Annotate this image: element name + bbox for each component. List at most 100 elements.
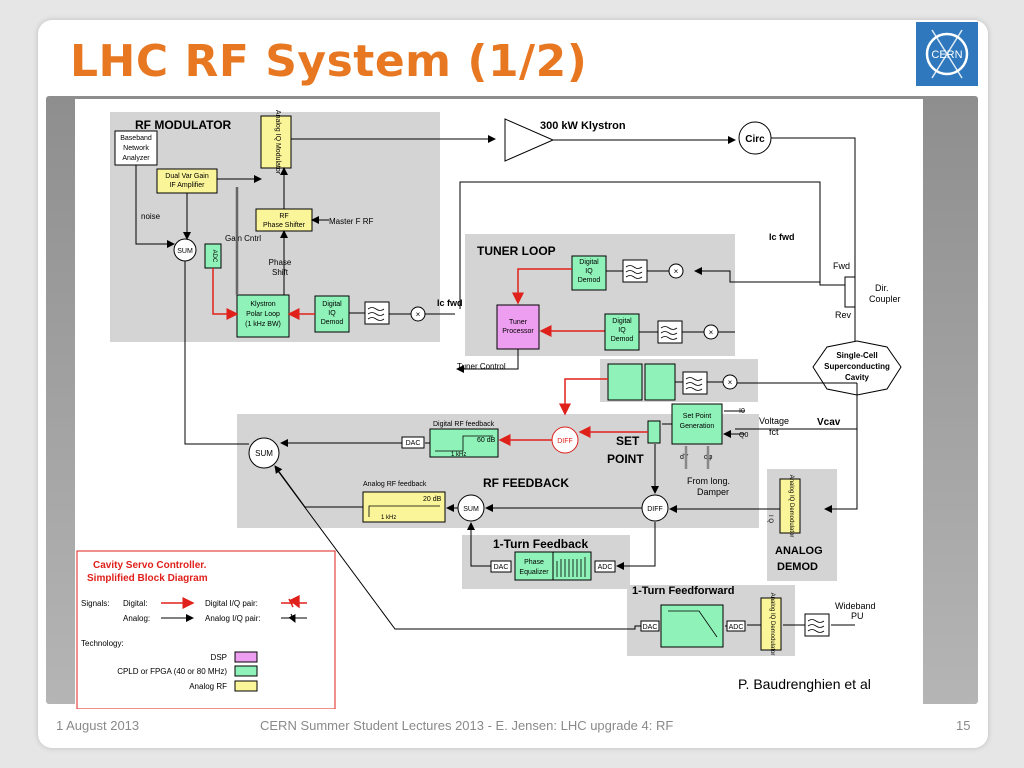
digital-iq-demod-2-line-3: Demod (578, 277, 601, 284)
i0-label: I0 (739, 408, 745, 415)
filter-icon (682, 371, 708, 395)
rf-phase-shifter-line-1: RF (279, 213, 288, 220)
digital-iq-demod-2-line-2: IQ (585, 268, 593, 275)
filter-icon (364, 301, 390, 325)
legend-analog-iq: Analog I/Q pair: (205, 614, 261, 623)
wideband-pu-label-2: PU (851, 611, 864, 621)
rf-phase-shifter-line-2: Phase Shifter (263, 222, 306, 229)
rev-label: Rev (835, 310, 852, 320)
legend-analog-rf: Analog RF (189, 682, 227, 691)
feedforward-filter-block (660, 604, 724, 648)
dir-coupler-block (844, 276, 856, 308)
slide-title: LHC RF System (1/2) (70, 36, 588, 87)
cern-logo-text: CERN (931, 49, 962, 61)
adc-modulator-text: ADC (211, 250, 217, 263)
legend-analog-rf-swatch (234, 680, 258, 692)
set-point-generation-line-1: Set Point (683, 413, 711, 420)
vcav-label: Vcav (817, 417, 841, 428)
diff-label-digital: DIFF (557, 438, 573, 445)
legend-title-2: Simplified Block Diagram (87, 573, 208, 584)
fwd-label: Fwd (833, 261, 850, 271)
analog-rf-feedback-block (362, 491, 446, 523)
digital-iq-demod-1-line-2: IQ (328, 310, 336, 317)
rf-modulator-label: RF MODULATOR (135, 118, 232, 132)
analog-demod-label-2: DEMOD (777, 561, 818, 573)
ic-fwd-label-tuner: Ic fwd (769, 232, 795, 242)
digital-iq-demod-3-line-2: IQ (618, 327, 626, 334)
analog-iq-modulator-text: Analog IQ Modulator (274, 110, 281, 175)
phase-equalizer-line-2: Equalizer (519, 569, 549, 576)
legend-cpld-swatch (234, 665, 258, 677)
sum-label-analog: SUM (463, 506, 479, 513)
klystron-amplifier (504, 118, 555, 162)
legend-analog: Analog: (123, 614, 150, 623)
sum-label-main: SUM (255, 449, 273, 458)
analog-demod-label-1: ANALOG (775, 545, 823, 557)
one-khz-label-analog: 1 kHz (381, 515, 396, 521)
voltage-fct-label-2: fct (769, 427, 779, 437)
adc-label-1turn-fb: ADC (598, 564, 613, 571)
adc-label-1turn-ff: ADC (729, 624, 744, 631)
analog-iq-demodulator-text: Analog IQ Demodulator (788, 475, 794, 538)
digital-iq-demod-3-line-3: Demod (611, 336, 634, 343)
digital-iq-demod-tuner-fwd (571, 255, 607, 291)
sum-label-modulator: SUM (177, 248, 193, 255)
one-khz-label-digital: 1 kHz (451, 452, 466, 458)
digital-rf-feedback-label: Digital RF feedback (433, 421, 495, 428)
from-long-damper-2: Damper (697, 487, 729, 497)
tuner-control-label: Tuner Control (457, 362, 506, 371)
analog-demod-section (767, 469, 837, 581)
digital-iq-demod-2-line-1: Digital (579, 259, 599, 266)
analog-rf-feedback-label: Analog RF feedback (363, 481, 427, 488)
one-turn-feedforward-label: 1-Turn Feedforward (632, 585, 734, 597)
phase-shift-label-2: Shift (272, 268, 289, 277)
block-diagram: RF MODULATOR TUNER LOOP RF FEEDBACK 1-Tu… (75, 99, 923, 710)
svg-text:×: × (416, 310, 421, 319)
slide-number: 15 (956, 718, 971, 733)
legend-technology: Technology: (81, 639, 124, 648)
set-point-label-2: POINT (607, 452, 644, 466)
baseband-analyzer-block (114, 130, 158, 166)
klystron-polar-loop-line-3: (1 kHz BW) (245, 321, 281, 328)
analog-iq-demodulator-ff-block (760, 597, 782, 651)
from-long-damper-1: From long. (687, 476, 730, 486)
phase-equalizer-line-1: Phase (524, 559, 544, 566)
svg-text:×: × (709, 328, 714, 337)
tuner-loop-label: TUNER LOOP (477, 244, 556, 258)
legend-title-1: Cavity Servo Controller. (93, 560, 207, 571)
cavity-line-3: Cavity (845, 373, 870, 382)
cern-logo: CERN (916, 22, 978, 86)
dac-label-1turn-fb: DAC (494, 564, 509, 571)
ic-fwd-label-modulator: Ic fwd (437, 298, 463, 308)
rf-feedback-label: RF FEEDBACK (483, 476, 569, 490)
set-point-label-1: SET (616, 434, 640, 448)
tuner-processor-line-1: Tuner (509, 319, 528, 326)
analog-iq-demodulator-ff-text: Analog IQ Demodulator (769, 593, 775, 656)
dual-var-gain-line-2: IF Amplifier (169, 182, 205, 189)
dir-coupler-label-1: Dir. (875, 283, 889, 293)
tuner-processor-block (496, 304, 540, 350)
legend-cpld: CPLD or FPGA (40 or 80 MHz) (117, 667, 227, 676)
analog-iq-demodulator-block (779, 478, 801, 534)
klystron-label: 300 kW Klystron (540, 120, 626, 132)
cavity-line-2: Superconducting (824, 362, 890, 371)
digital-iq-demod-1-line-3: Demod (321, 319, 344, 326)
sum-node-main (248, 437, 280, 469)
sixty-db-label: 60 dB (477, 437, 496, 444)
baseband-analyzer-line-2: Network (123, 145, 149, 152)
legend-signals: Signals: (81, 599, 109, 608)
diff-label-analog: DIFF (647, 506, 663, 513)
legend-digital: Digital: (123, 599, 147, 608)
filter-icon (622, 259, 648, 283)
footer-date: 1 August 2013 (56, 718, 140, 733)
legend-dsp: DSP (211, 653, 227, 662)
noise-label: noise (141, 212, 161, 221)
cavity-line-1: Single-Cell (836, 351, 877, 360)
filter-icon (657, 320, 683, 344)
tuner-processor-line-2: Processor (502, 328, 534, 335)
dac-setpoint-block (647, 420, 661, 444)
baseband-analyzer-line-3: Analyzer (122, 155, 150, 162)
svg-text:×: × (674, 267, 679, 276)
dac-label-1turn-ff: DAC (643, 624, 658, 631)
